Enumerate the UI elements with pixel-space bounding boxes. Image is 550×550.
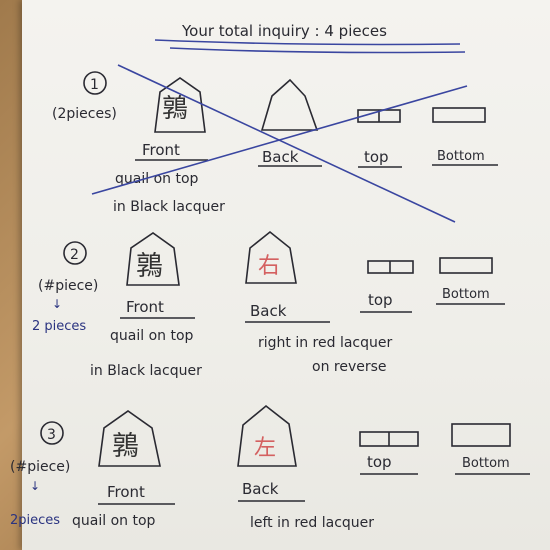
- section-1-count: (2pieces): [52, 106, 117, 122]
- section-1-strike-b: [91, 85, 468, 195]
- section-1-note-1: quail on top: [115, 171, 199, 187]
- section-2-back-piece: [245, 230, 297, 284]
- section-2-number-circle: [63, 241, 87, 265]
- section-3-back-piece: [237, 404, 297, 467]
- section-1-front-label: Front: [142, 141, 180, 159]
- section-1-bottom-label: Bottom: [437, 149, 485, 164]
- section-3-front-piece: [98, 410, 161, 467]
- section-3-number: 3: [47, 427, 56, 443]
- section-1-back-label: Back: [262, 148, 299, 166]
- section-3-bottom-rect: [451, 423, 511, 447]
- section-2-top-label: top: [368, 291, 393, 309]
- section-3-top-label: top: [367, 453, 392, 471]
- section-1-front-piece: [154, 77, 206, 133]
- section-1-number-circle: [83, 71, 107, 95]
- section-1-front-kanji: 鶉: [162, 94, 188, 124]
- section-1-back-piece: [260, 78, 319, 131]
- title-underline-1: [154, 39, 461, 46]
- section-2-bottom-label: Bottom: [442, 287, 490, 302]
- section-2-back-label: Back: [250, 302, 287, 320]
- section-1-top-label: top: [364, 148, 389, 166]
- section-2-count-correction: 2 pieces: [32, 319, 86, 334]
- section-3-back-kanji: 左: [254, 436, 276, 461]
- section-3-arrow: ↓: [30, 479, 40, 493]
- section-2-back-note-1: right in red lacquer: [258, 335, 392, 351]
- section-3-bottom-label: Bottom: [462, 456, 510, 471]
- title-underline-2: [169, 47, 466, 54]
- paper-sheet: [22, 0, 550, 550]
- section-3-count: (#piece): [10, 459, 70, 475]
- section-3-number-circle: [40, 421, 64, 445]
- section-2-front-piece: [126, 232, 180, 286]
- section-1-note-2: in Black lacquer: [113, 199, 225, 215]
- section-2-bottom-rect: [439, 257, 493, 274]
- section-2-front-note-1: quail on top: [110, 328, 194, 344]
- section-3-back-note-1: left in red lacquer: [250, 515, 374, 531]
- section-3-count-correction: 2pieces: [10, 513, 60, 528]
- section-2-front-label: Front: [126, 298, 164, 316]
- section-1-number: 1: [90, 77, 99, 93]
- section-2-number: 2: [70, 247, 79, 263]
- section-3-front-kanji: 鶉: [112, 431, 139, 462]
- section-2-back-note-2: on reverse: [312, 359, 387, 375]
- section-2-back-kanji: 右: [258, 254, 280, 279]
- title-text: Your total inquiry : 4 pieces: [181, 22, 387, 40]
- section-3-front-label: Front: [107, 483, 145, 501]
- section-2-arrow: ↓: [52, 297, 62, 311]
- section-1-bottom-rect: [432, 107, 486, 123]
- section-1-strike-a: [117, 64, 456, 223]
- section-2-front-note-2: in Black lacquer: [90, 363, 202, 379]
- section-3-back-label: Back: [242, 480, 279, 498]
- section-3-front-note-1: quail on top: [72, 513, 156, 529]
- section-2-front-kanji: 鶉: [136, 251, 163, 282]
- section-2-count: (#piece): [38, 278, 98, 294]
